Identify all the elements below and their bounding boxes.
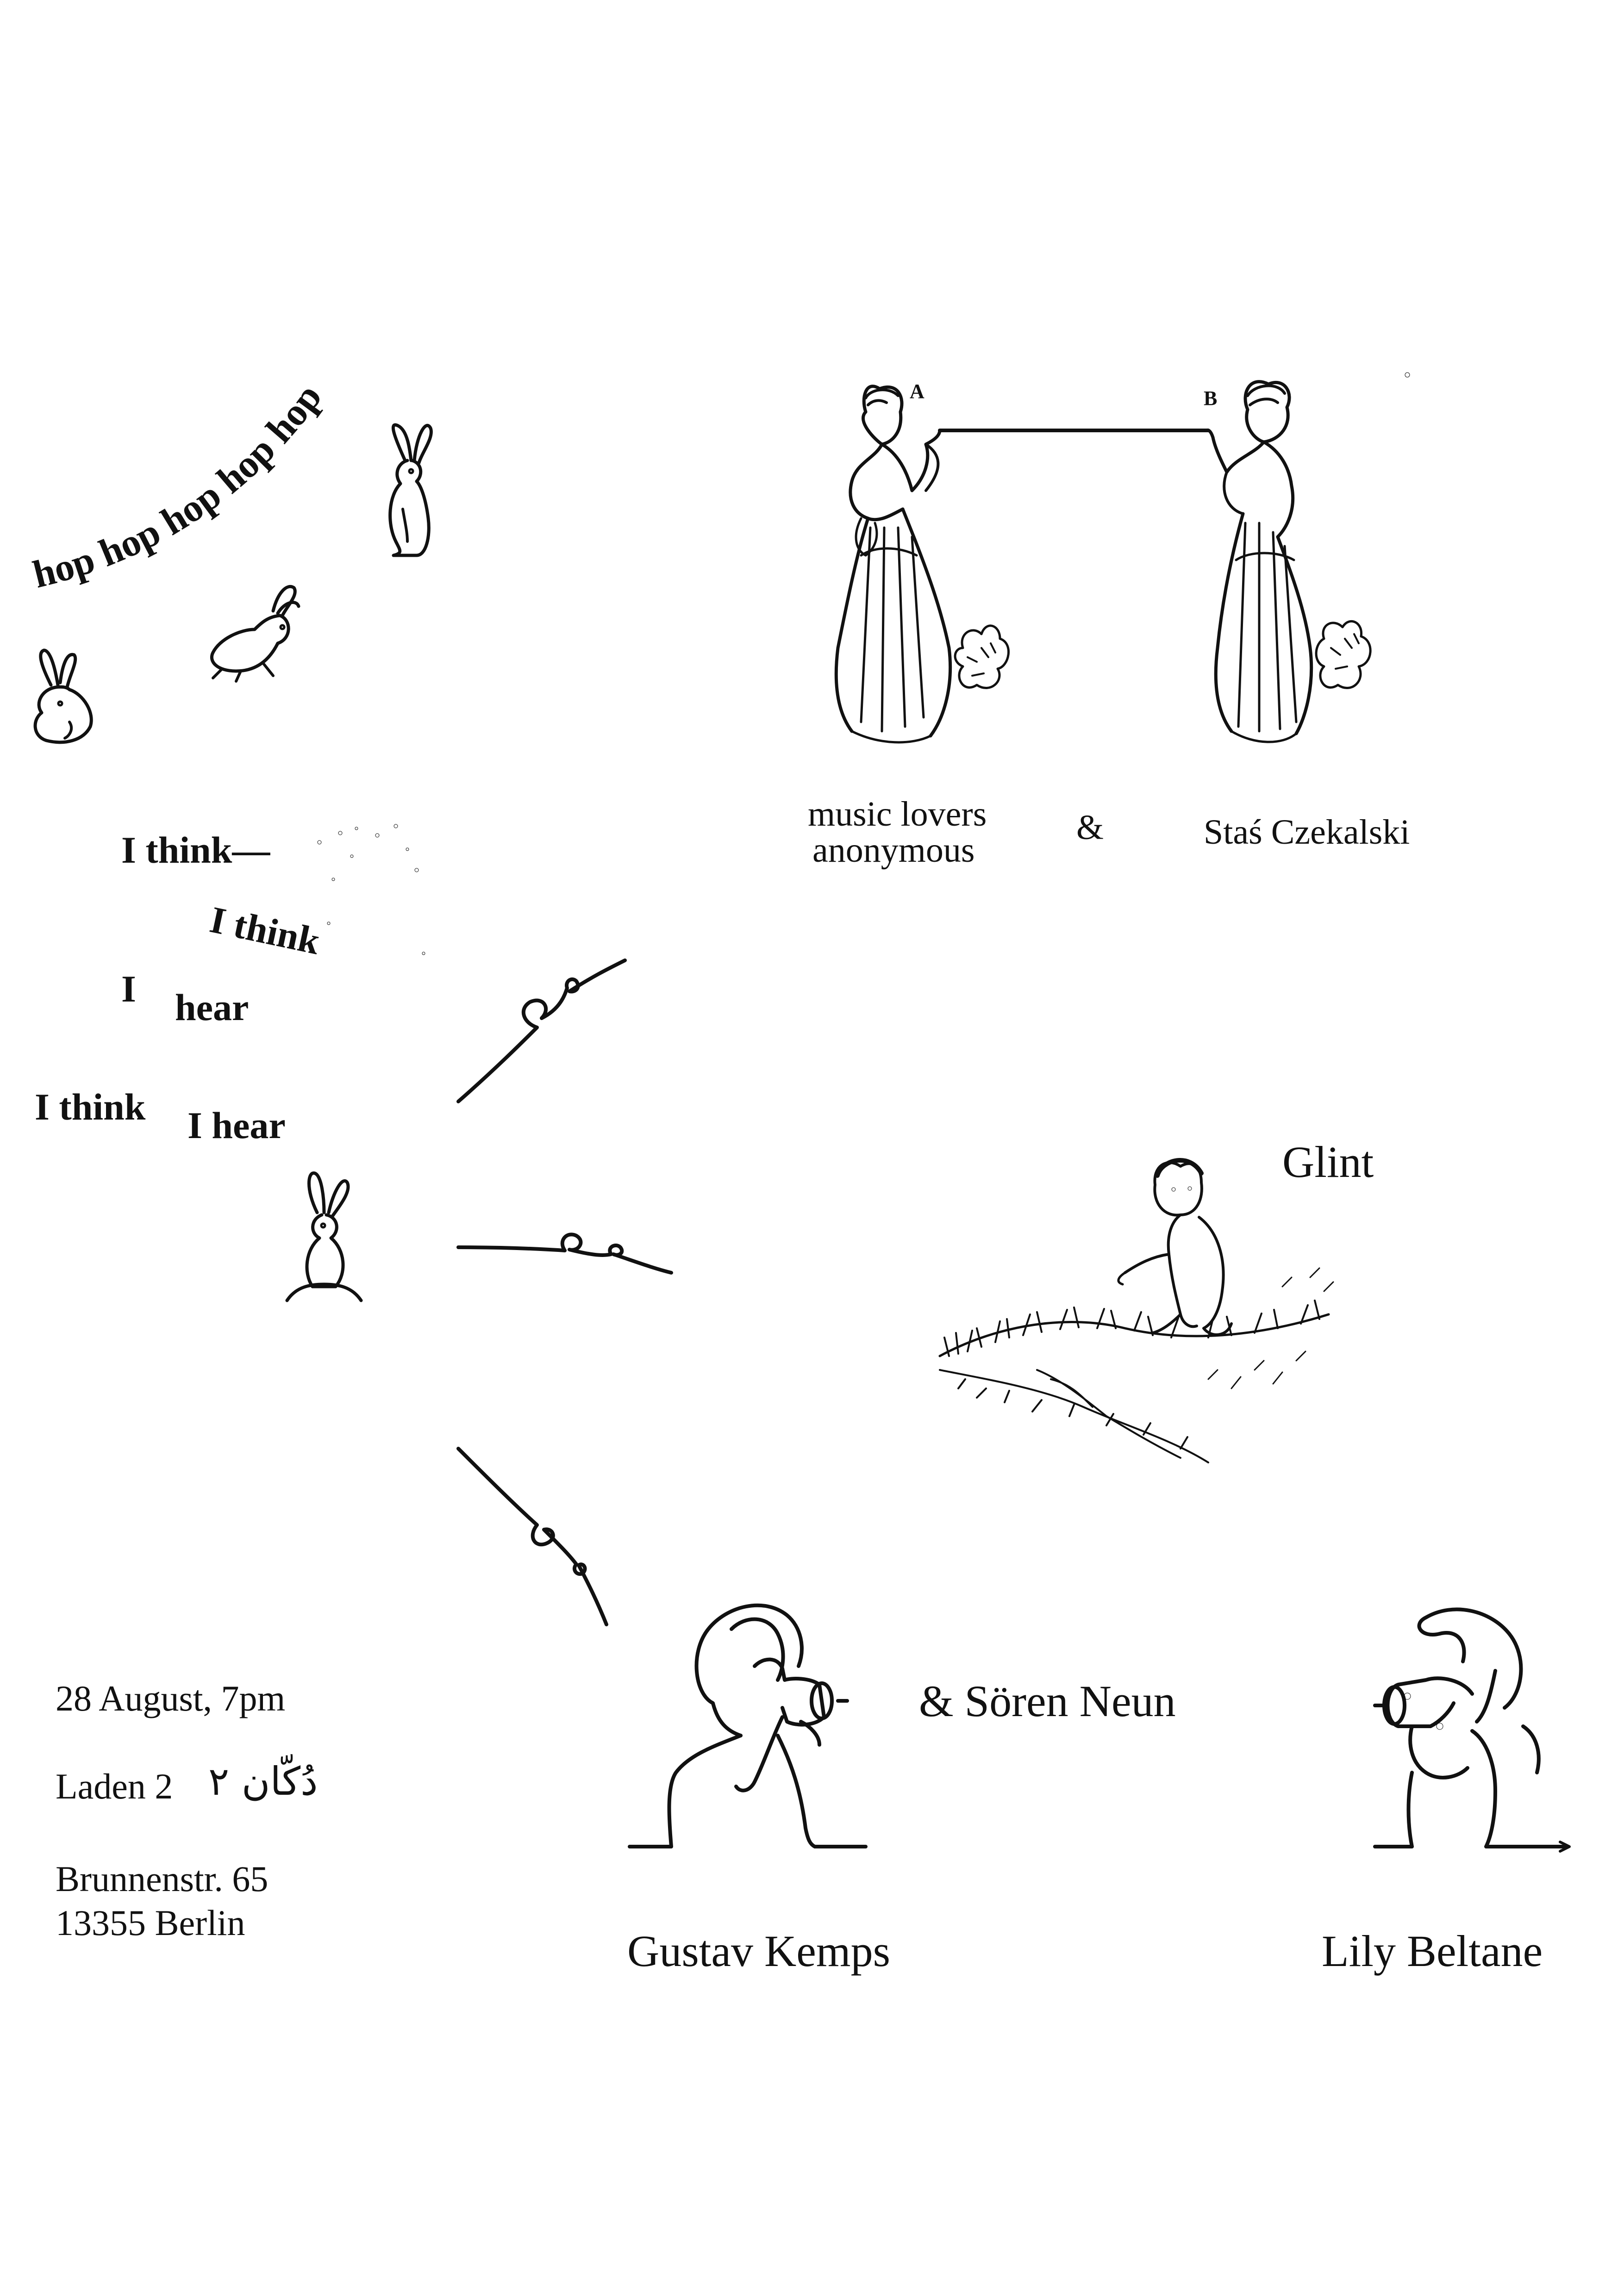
artist-stas-czekalski: Staś Czekalski bbox=[1204, 813, 1410, 852]
artist-gustav-kemps: Gustav Kemps bbox=[627, 1926, 890, 1976]
string-lower bbox=[456, 1447, 608, 1626]
hop-text: hop hop hop hop hop bbox=[29, 376, 330, 596]
svg-text:hop hop hop hop hop: hop hop hop hop hop bbox=[29, 376, 330, 596]
label-a: A bbox=[910, 380, 924, 403]
string-middle bbox=[456, 1232, 673, 1275]
artist-glint: Glint bbox=[1282, 1137, 1374, 1187]
dot-scatter bbox=[317, 824, 425, 955]
poem-line-3a: I bbox=[121, 968, 136, 1010]
rabbit-icon bbox=[285, 1171, 363, 1302]
poem-line-1: I think— bbox=[121, 829, 270, 871]
event-city: 13355 Berlin bbox=[56, 1903, 245, 1943]
artist-ampersand-top: & bbox=[1076, 808, 1104, 847]
boy-on-grass-illustration bbox=[938, 1158, 1334, 1463]
artist-music-lovers-line1: music lovers bbox=[808, 795, 987, 834]
artist-lily-beltane: Lily Beltane bbox=[1322, 1926, 1543, 1976]
poem-line-4a: I think bbox=[35, 1086, 146, 1128]
kids-tin-can-illustration bbox=[628, 1603, 1571, 1853]
poem-line-4b: I hear bbox=[187, 1104, 286, 1146]
event-venue: Laden 2 bbox=[56, 1766, 173, 1806]
poem-line-3b: hear bbox=[175, 986, 249, 1028]
event-street: Brunnenstr. 65 bbox=[56, 1859, 269, 1899]
women-telephone-illustration: A B bbox=[834, 372, 1410, 744]
label-b: B bbox=[1204, 387, 1217, 410]
rabbit-icon bbox=[210, 585, 300, 683]
event-venue-arabic: دُکّان ۲ bbox=[208, 1759, 318, 1804]
artist-soren-neun: & Sören Neun bbox=[919, 1676, 1176, 1726]
string-upper bbox=[456, 958, 627, 1103]
artist-music-lovers-line2: anonymous bbox=[812, 831, 975, 870]
rabbit-icon bbox=[33, 648, 93, 744]
event-date: 28 August, 7pm bbox=[56, 1678, 286, 1718]
rabbit-icon bbox=[388, 423, 433, 557]
